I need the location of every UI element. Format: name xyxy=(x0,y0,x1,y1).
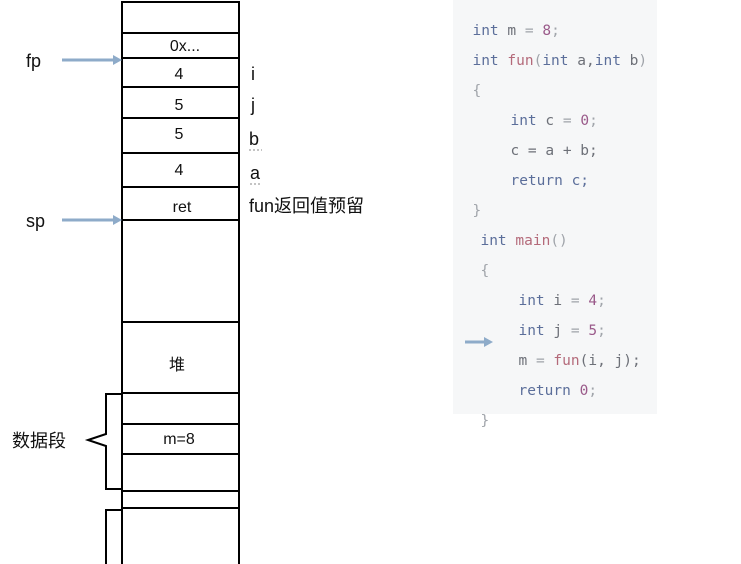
code-line-close-brace: } xyxy=(455,184,481,220)
code-token: fun xyxy=(498,53,534,69)
code-token: int xyxy=(510,113,537,129)
code-token: 8 xyxy=(542,23,552,39)
code-token: int xyxy=(542,53,569,69)
code-token: = xyxy=(570,323,589,339)
code-token: return xyxy=(518,383,580,399)
code-token: fun xyxy=(553,353,580,369)
code-token: i xyxy=(544,293,571,309)
code-token: () xyxy=(550,233,568,249)
code-token: return c; xyxy=(510,173,590,189)
fp-arrow-icon xyxy=(62,55,122,65)
data-segment-label: 数据段 xyxy=(12,431,66,451)
sp-arrow-icon xyxy=(62,215,122,225)
code-line-main-signature: int main() xyxy=(463,214,568,250)
code-token: m xyxy=(518,353,536,369)
code-line-main-close-brace: } xyxy=(463,394,489,430)
code-line-return-c: return c; xyxy=(493,154,589,190)
code-token: = xyxy=(535,353,554,369)
code-token: ; xyxy=(597,293,606,309)
code-token: a, xyxy=(568,53,595,69)
code-token: = xyxy=(524,23,543,39)
data-segment-brace-icon xyxy=(84,393,122,490)
stack-cell-return-address: 0x... xyxy=(170,38,200,55)
code-token: int xyxy=(480,233,507,249)
code-token: ; xyxy=(551,23,560,39)
code-token: } xyxy=(480,413,490,429)
code-token: int xyxy=(472,53,499,69)
code-line-call-fun: m = fun(i, j); xyxy=(501,334,641,370)
code-token: 0 xyxy=(579,383,589,399)
code-token: int xyxy=(472,23,499,39)
stack-cell-j: 5 xyxy=(175,97,184,114)
stack-column xyxy=(121,1,240,564)
code-token: c xyxy=(536,113,563,129)
code-line-int-j: int j = 5; xyxy=(501,304,606,340)
code-line-int-c: int c = 0; xyxy=(493,94,598,130)
side-label-b: b xyxy=(249,129,259,149)
code-line-return-0: return 0; xyxy=(501,364,597,400)
code-line-global-m: int m = 8; xyxy=(455,4,560,40)
code-token: 4 xyxy=(588,293,598,309)
heap-label: 堆 xyxy=(169,356,185,374)
code-token: m xyxy=(498,23,525,39)
stack-cell-b: 5 xyxy=(175,126,184,143)
code-token: j xyxy=(544,323,571,339)
code-token: b xyxy=(620,53,639,69)
code-token: ( xyxy=(533,53,543,69)
lower-segment-brace-icon xyxy=(105,509,122,564)
side-label-fun-return: fun返回值预留 xyxy=(249,196,364,216)
fp-label: fp xyxy=(26,51,41,71)
side-label-j: j xyxy=(250,95,255,115)
stack-cell-m: m=8 xyxy=(163,431,195,448)
stack-cell-i: 4 xyxy=(175,66,184,83)
code-token: main xyxy=(506,233,551,249)
stack-cell-a: 4 xyxy=(175,162,184,179)
code-line-int-i: int i = 4; xyxy=(501,274,606,310)
code-line-main-open-brace: { xyxy=(463,244,489,280)
code-token: = xyxy=(562,113,581,129)
code-token: } xyxy=(472,203,482,219)
code-token: ; xyxy=(588,383,598,399)
side-label-i: i xyxy=(251,64,255,84)
code-token: { xyxy=(480,263,490,279)
stack-cell-dividers xyxy=(122,32,239,509)
code-token: (i, j); xyxy=(579,353,641,369)
code-token: 0 xyxy=(580,113,590,129)
code-token: { xyxy=(472,83,482,99)
code-token: = xyxy=(570,293,589,309)
code-line-open-brace: { xyxy=(455,64,481,100)
stack-cell-ret: ret xyxy=(173,199,192,216)
code-token: ) xyxy=(638,53,648,69)
side-label-a: a xyxy=(250,163,261,183)
sp-label: sp xyxy=(26,211,45,231)
code-token: ; xyxy=(589,113,598,129)
current-line-arrow-icon xyxy=(465,337,493,347)
code-token: int xyxy=(518,293,545,309)
code-token: int xyxy=(594,53,621,69)
code-line-c-assign: c = a + b; xyxy=(493,124,598,160)
code-token: int xyxy=(518,323,545,339)
code-token: c = a + b; xyxy=(510,143,598,159)
code-token: ; xyxy=(597,323,606,339)
code-token: 5 xyxy=(588,323,598,339)
code-line-fun-signature: int fun(int a,int b) xyxy=(455,34,647,70)
